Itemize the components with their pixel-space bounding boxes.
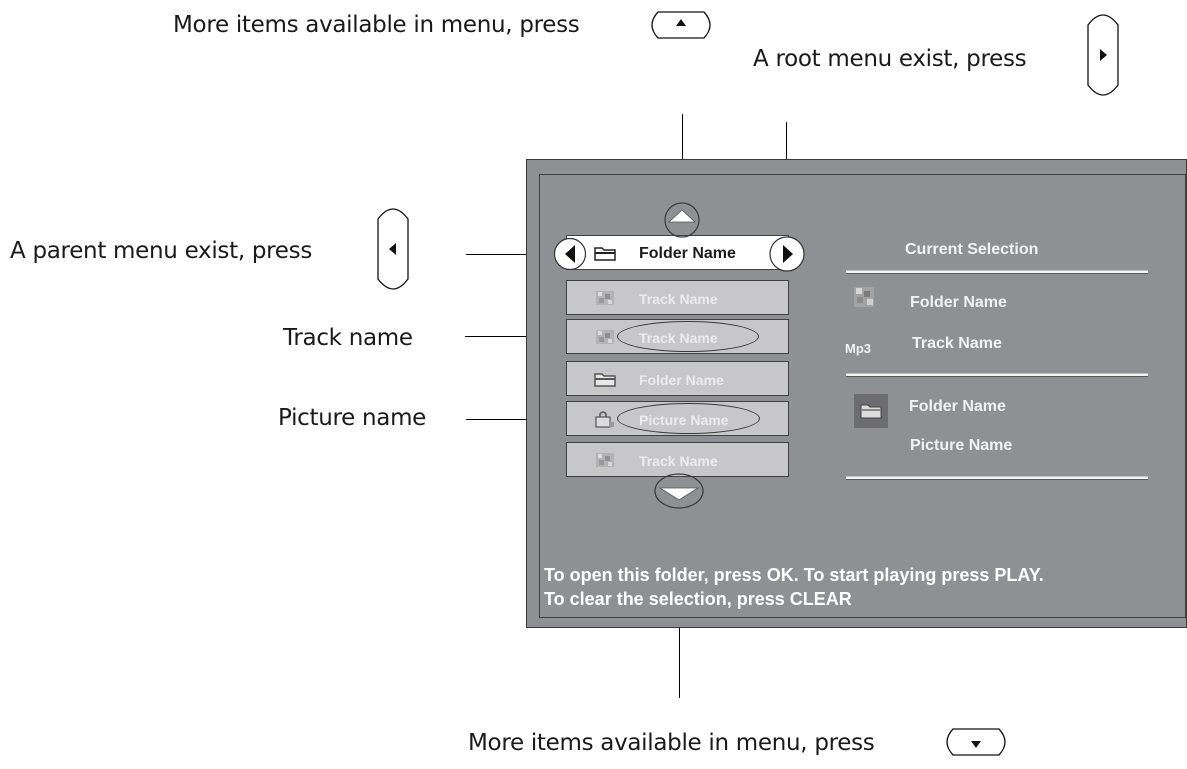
root-arrow-icon[interactable] (769, 236, 805, 272)
divider (846, 270, 1148, 274)
leader-line-parent (466, 254, 566, 255)
down-key-icon (946, 728, 1006, 756)
track-name-highlight (617, 321, 759, 352)
list-item-label: Folder Name (639, 372, 724, 388)
divider (846, 373, 1148, 377)
scroll-down-icon[interactable] (654, 473, 704, 509)
menu-screen-frame (539, 174, 1186, 618)
right-key-icon (1087, 14, 1119, 96)
divider (846, 476, 1148, 480)
selection-picture-name: Picture Name (910, 437, 1013, 454)
selection-folder-name: Folder Name (910, 294, 1007, 311)
track-icon (596, 453, 614, 467)
mp3-badge: Mp3 (845, 341, 871, 356)
callout-root-menu: A root menu exist, press (753, 46, 1027, 72)
folder-icon (594, 373, 616, 387)
parent-arrow-icon[interactable] (553, 236, 587, 272)
folder-icon (594, 247, 616, 261)
track-icon (854, 287, 874, 307)
folder-icon (854, 394, 888, 428)
track-icon (596, 291, 614, 305)
callout-track-name: Track name (283, 325, 413, 351)
callout-bottom-more-items: More items available in menu, press (468, 730, 875, 756)
picture-icon (595, 411, 614, 428)
list-item[interactable]: Folder Name (566, 361, 789, 396)
help-text-line-2: To clear the selection, press CLEAR (544, 589, 852, 609)
list-item-label: Track Name (639, 453, 718, 469)
picture-name-highlight (617, 403, 760, 434)
selection-track-name: Track Name (912, 335, 1002, 352)
callout-parent-menu: A parent menu exist, press (10, 238, 313, 264)
selection-folder-name-2: Folder Name (909, 398, 1006, 415)
list-item[interactable]: Track Name (566, 280, 789, 315)
list-item-label: Folder Name (639, 245, 736, 262)
scroll-up-icon[interactable] (664, 202, 700, 238)
menu-screen: Folder Name Track Name Track Name Folder… (526, 159, 1187, 628)
track-icon (596, 330, 614, 344)
up-key-icon (651, 11, 711, 39)
left-key-icon (377, 208, 409, 290)
callout-picture-name: Picture name (278, 405, 427, 431)
current-selection-heading: Current Selection (905, 241, 1039, 258)
list-item-selected[interactable]: Folder Name (566, 235, 789, 270)
callout-top-more-items: More items available in menu, press (173, 12, 580, 38)
list-item[interactable]: Track Name (566, 442, 789, 477)
list-item-label: Track Name (639, 291, 718, 307)
help-text-line-1: To open this folder, press OK. To start … (544, 565, 1044, 585)
